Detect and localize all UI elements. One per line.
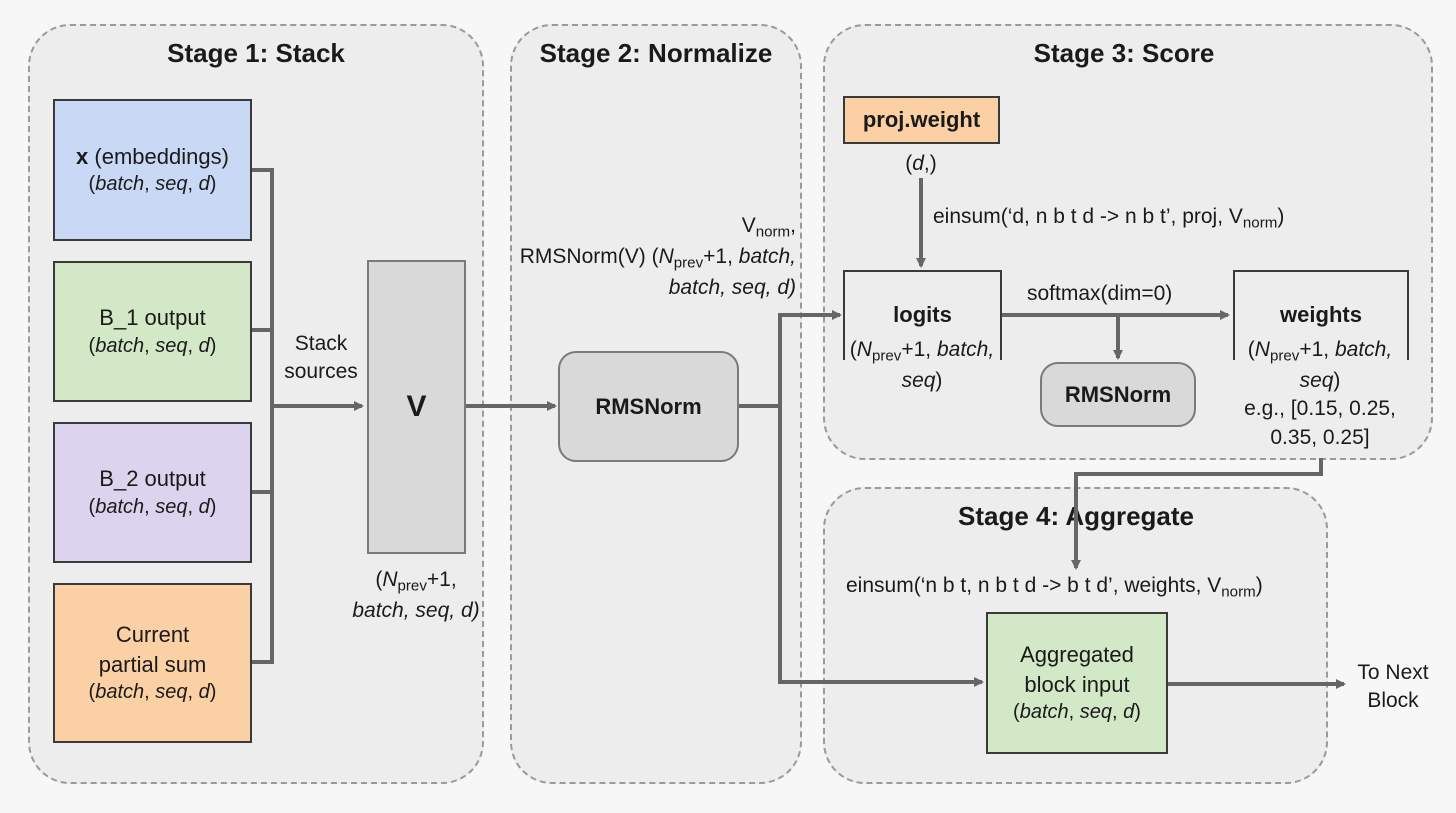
stage-1-title: Stage 1: Stack: [167, 38, 345, 68]
rmsnorm-box: RMSNorm: [558, 351, 739, 462]
stack-sources-label: Stack sources: [284, 332, 358, 384]
stage-2-title: Stage 2: Normalize: [539, 38, 773, 68]
weights-label: weights: [1280, 302, 1362, 327]
aggregated-label-1: Aggregated: [1020, 641, 1134, 667]
partial-sum-label-1: Current: [115, 621, 190, 647]
aggregated-input-box: Aggregated block input (batch, seq, d): [986, 612, 1168, 754]
logits-shape: (Nprev+1, batch, seq): [849, 338, 995, 392]
weights-example-2: 0.35, 0.25]: [1270, 425, 1370, 449]
bus-line: [252, 168, 274, 664]
b1-output-label: B_1 output: [99, 305, 206, 331]
partial-sum-label-2: partial sum: [98, 651, 207, 677]
arrow-rmsnorm-to-logits: [739, 310, 842, 408]
proj-weight-shape: (d,): [905, 152, 937, 175]
weights-example-1: e.g., [0.15, 0.25,: [1244, 397, 1396, 421]
proj-weight-box: proj.weight: [843, 96, 1000, 144]
to-next-block-label: To Next Block: [1357, 661, 1429, 713]
vnorm-label: Vnorm, RMSNorm(V) (Nprev+1, batch, batch…: [519, 214, 796, 299]
einsum-aggregate-label: einsum(‘n b t, n b t d -> b t d’, weight…: [846, 574, 1263, 601]
b1-output-box: B_1 output (batch, seq, d): [53, 261, 252, 402]
logits-label: logits: [893, 302, 952, 327]
softmax-label: softmax(dim=0): [1027, 282, 1173, 305]
weights-shape: (Nprev+1, batch, seq) e.g., [0.15, 0.25,…: [1244, 336, 1396, 452]
arrow-rmsnorm-to-aggregate: [778, 406, 984, 687]
score-rmsnorm-box: RMSNorm: [1040, 362, 1196, 427]
embeddings-box: x (embeddings) (batch, seq, d): [53, 99, 252, 241]
v-tensor-box: V: [367, 260, 466, 554]
weights-box: weights: [1233, 270, 1409, 360]
b2-output-box: B_2 output (batch, seq, d): [53, 422, 252, 563]
arrow-weights-to-aggregate: [1071, 458, 1323, 570]
proj-weight-label: proj.weight: [862, 107, 981, 133]
b2-output-label: B_2 output: [99, 466, 206, 492]
logits-box: logits: [843, 270, 1002, 360]
einsum-score-label: einsum(‘d, n b t d -> n b t’, proj, Vnor…: [933, 205, 1285, 232]
aggregated-label-2: block input: [1024, 671, 1130, 697]
v-tensor-shape: (Nprev+1, batch, seq, d): [352, 568, 480, 622]
partial-sum-box: Current partial sum (batch, seq, d): [53, 583, 252, 743]
stage-3-title: Stage 3: Score: [1033, 38, 1215, 68]
v-tensor-label: V: [406, 389, 427, 423]
embeddings-desc: (embeddings): [88, 143, 229, 169]
embeddings-name: x: [76, 143, 89, 169]
